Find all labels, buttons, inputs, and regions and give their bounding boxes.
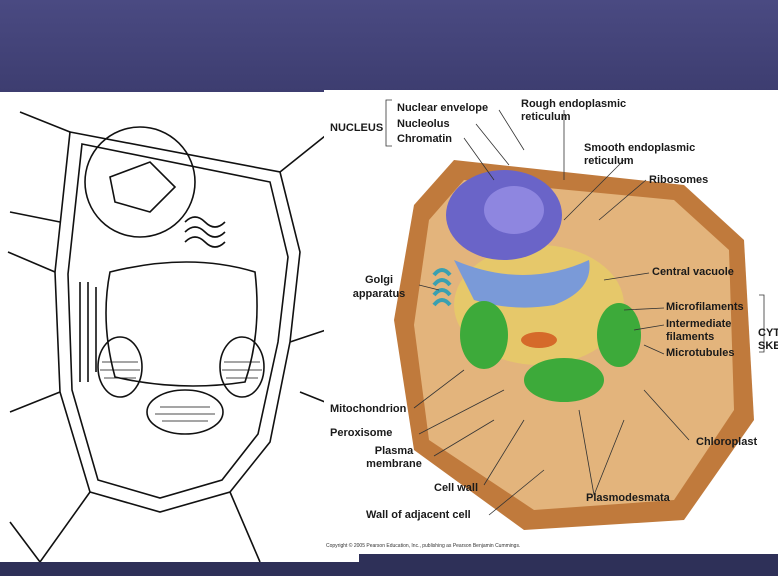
outline-cell-drawing: [7, 111, 351, 562]
label-golgi-line1: Golgi: [364, 274, 394, 286]
label-cytoskeleton-line2: SKE: [758, 340, 778, 352]
label-nucleolus: Nucleolus: [397, 118, 450, 130]
outline-drawing-panel: [0, 92, 359, 562]
chloroplast-bottom: [524, 358, 604, 402]
label-cytoskeleton-line1: CYT: [758, 327, 778, 339]
chloroplast-right: [597, 303, 641, 367]
label-wall-of-adjacent-cell: Wall of adjacent cell: [366, 509, 471, 521]
copyright-notice: Copyright © 2005 Pearson Education, Inc.…: [326, 543, 521, 549]
mitochondrion-shape: [521, 332, 557, 348]
label-chromatin: Chromatin: [397, 133, 452, 145]
label-mitochondrion: Mitochondrion: [330, 403, 407, 415]
labeled-cell-diagram-panel: NUCLEUS Nuclear envelope Nucleolus Chrom…: [324, 90, 778, 554]
rough-er-shape: [454, 260, 590, 308]
golgi-shape: [432, 268, 452, 307]
label-nuclear-envelope: Nuclear envelope: [397, 102, 489, 114]
label-smooth-er-line2: reticulum: [584, 155, 634, 167]
label-rough-er-line1: Rough endoplasmic: [521, 98, 627, 110]
label-intermediate-line2: filaments: [666, 331, 715, 343]
label-rough-er-line2: reticulum: [521, 111, 571, 123]
label-plasma-line2: membrane: [366, 458, 422, 470]
label-nucleus: NUCLEUS: [330, 122, 384, 134]
label-ribosomes: Ribosomes: [649, 174, 709, 186]
label-chloroplast: Chloroplast: [696, 436, 758, 448]
slide-header-band: [0, 0, 778, 92]
label-cell-wall: Cell wall: [434, 482, 479, 494]
label-microtubules: Microtubules: [666, 347, 735, 359]
label-plasmodesmata: Plasmodesmata: [586, 492, 670, 504]
chloroplast-left: [460, 301, 508, 369]
nucleolus-shape: [484, 186, 544, 234]
label-central-vacuole: Central vacuole: [652, 266, 734, 278]
label-smooth-er-line1: Smooth endoplasmic: [584, 142, 696, 154]
label-golgi-line2: apparatus: [352, 288, 406, 300]
label-microfilaments: Microfilaments: [666, 301, 744, 313]
label-intermediate-line1: Intermediate: [666, 318, 732, 330]
label-plasma-line1: Plasma: [374, 445, 414, 457]
plant-cell-illustration: [385, 99, 765, 530]
label-peroxisome: Peroxisome: [330, 427, 393, 439]
